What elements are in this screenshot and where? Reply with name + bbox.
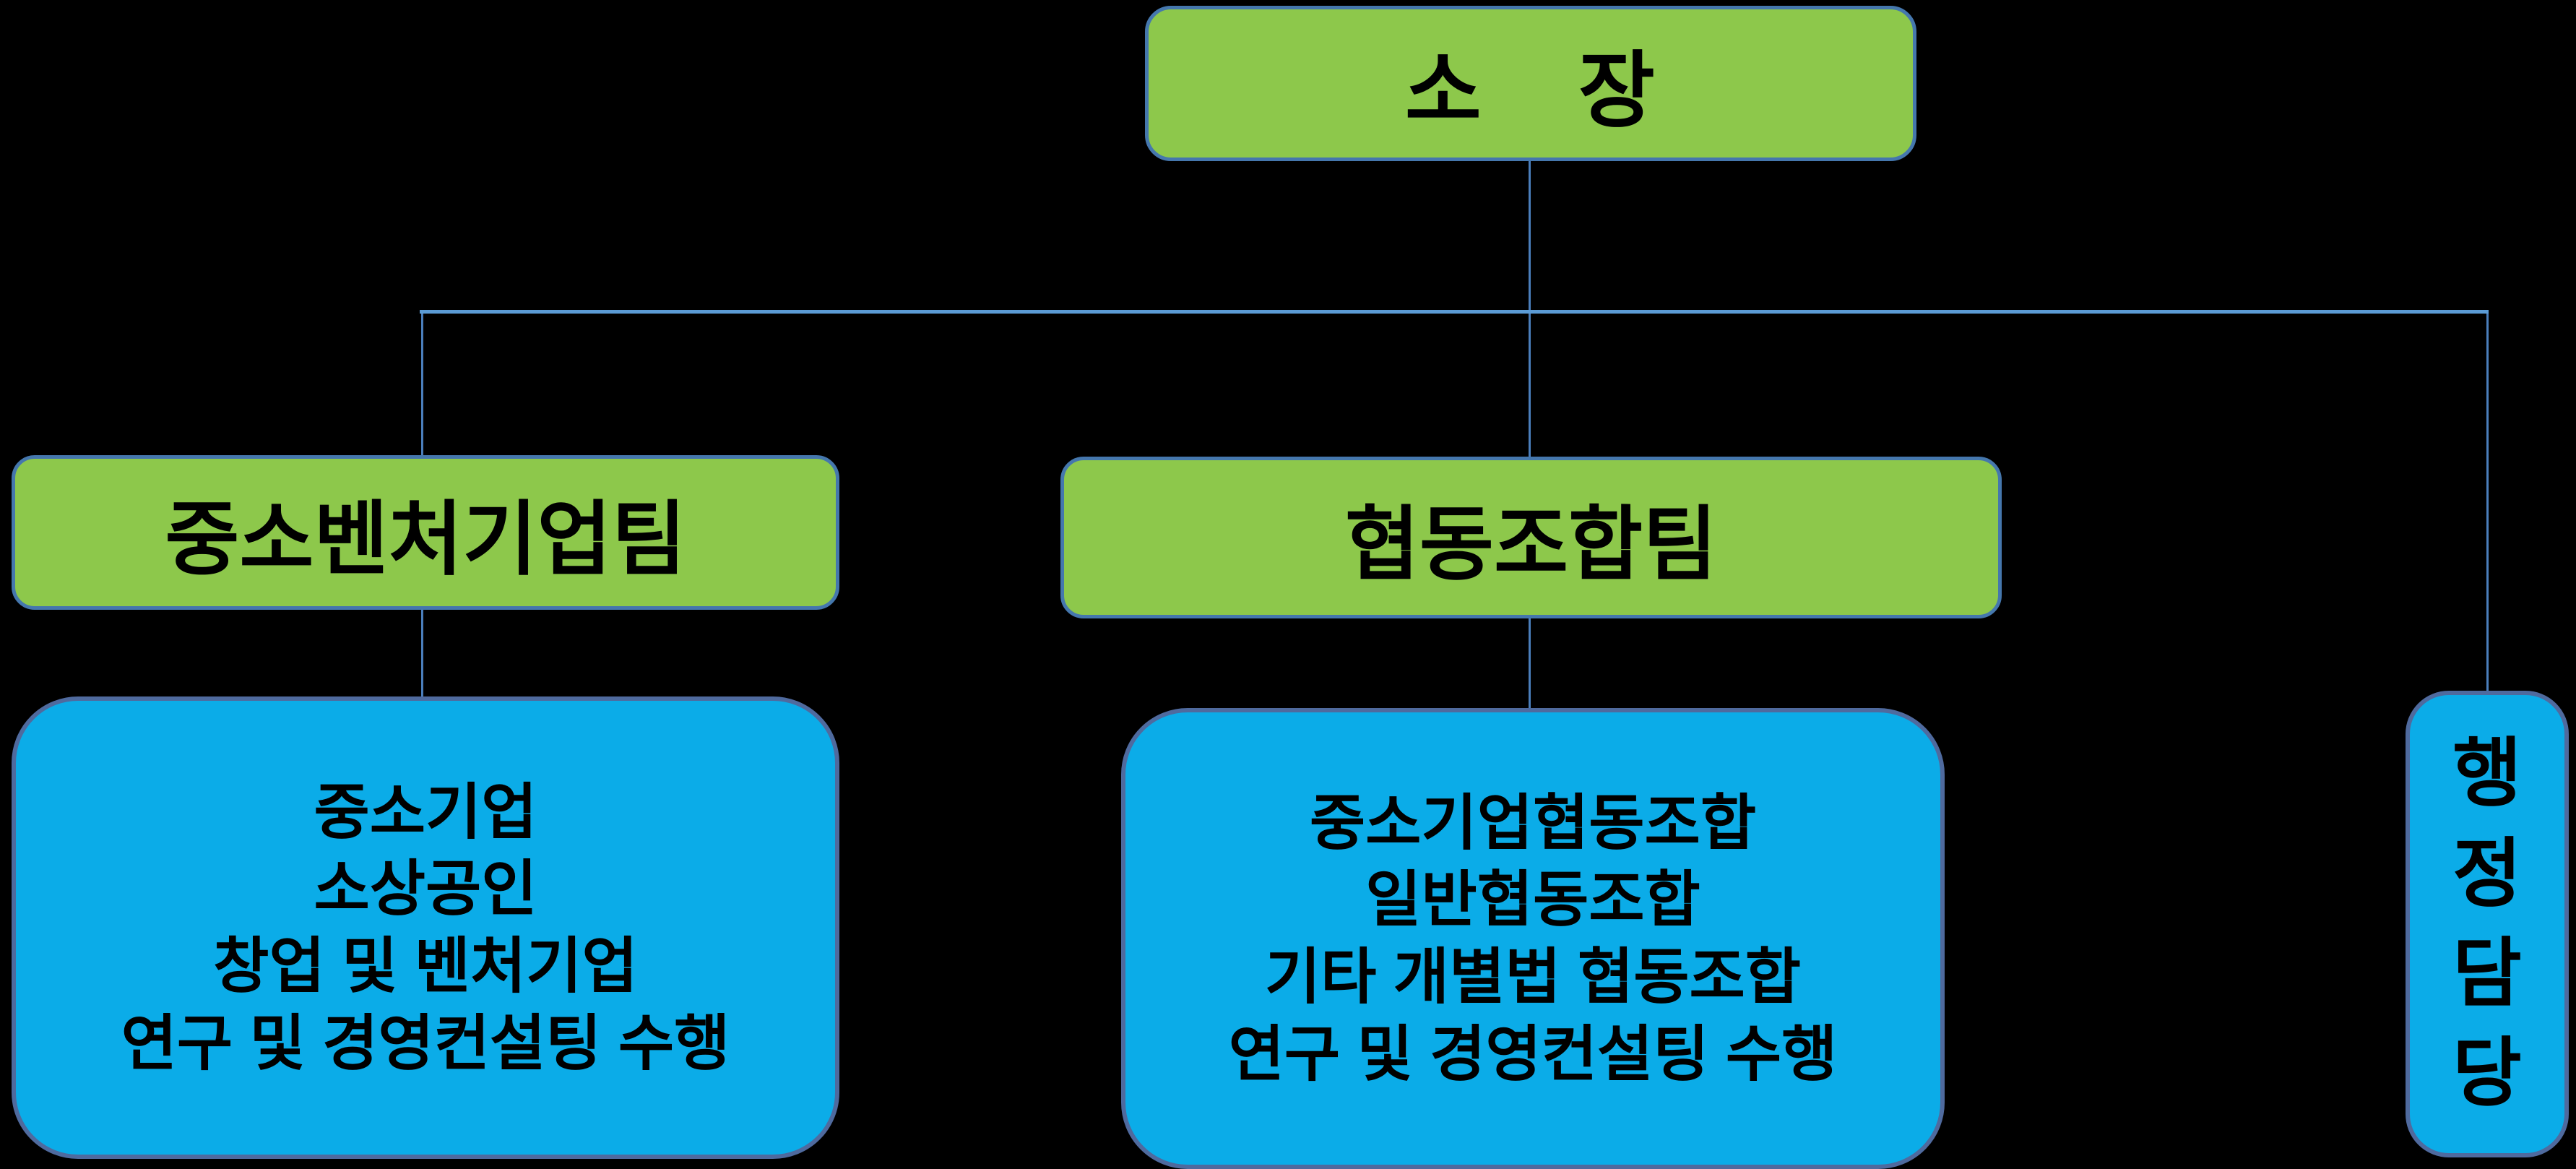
admin-staff-char: 당 — [2452, 1032, 2522, 1116]
node-duties-cooperative: 중소기업협동조합 일반협동조합 기타 개별법 협동조합 연구 및 경영컨설팅 수… — [1121, 708, 1945, 1169]
admin-staff-char: 담 — [2452, 932, 2522, 1016]
node-team-sme-venture-label: 중소벤처기업팀 — [165, 494, 686, 584]
duty-line: 창업 및 벤처기업 — [213, 932, 638, 1000]
connector-team2-down — [1529, 314, 1531, 458]
node-team-cooperative: 협동조합팀 — [1060, 457, 2002, 618]
connector-team1-down — [421, 314, 423, 457]
node-team-sme-venture: 중소벤처기업팀 — [12, 455, 839, 610]
connector-team1-duties — [421, 610, 423, 698]
duty-line: 중소기업 — [314, 777, 537, 846]
admin-staff-char: 행 — [2452, 732, 2522, 816]
node-director: 소 장 — [1145, 6, 1916, 161]
node-director-label: 소 장 — [1404, 44, 1657, 137]
duty-line: 연구 및 경영컨설팅 수행 — [1228, 1019, 1838, 1088]
node-duties-sme-venture: 중소기업 소상공인 창업 및 벤처기업 연구 및 경영컨설팅 수행 — [12, 696, 839, 1159]
connector-horizontal — [420, 310, 2489, 314]
duty-line: 기타 개별법 협동조합 — [1264, 943, 1802, 1011]
connector-staff-down — [2486, 314, 2489, 692]
duty-line: 중소기업협동조합 — [1309, 788, 1757, 857]
connector-team2-duties — [1529, 618, 1531, 709]
duty-line: 연구 및 경영컨설팅 수행 — [121, 1009, 730, 1077]
connector-root-down — [1529, 161, 1531, 311]
duty-line: 소상공인 — [314, 855, 537, 923]
node-team-cooperative-label: 협동조합팀 — [1344, 499, 1718, 590]
duty-line: 일반협동조합 — [1365, 866, 1700, 934]
admin-staff-char: 정 — [2452, 832, 2522, 916]
node-admin-staff: 행 정 담 당 — [2406, 691, 2569, 1157]
